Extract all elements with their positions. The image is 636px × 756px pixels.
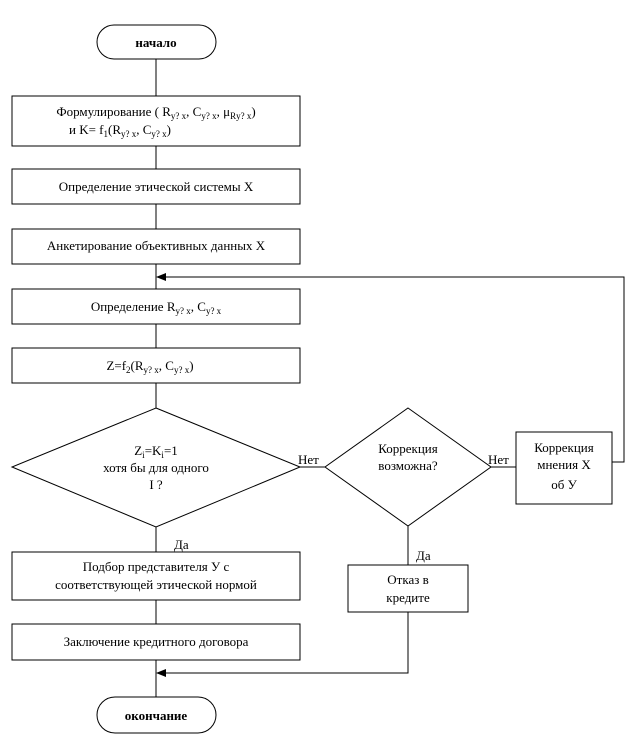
box-ethical-system-label: Определение этической системы Х <box>59 179 254 194</box>
start-label: начало <box>135 35 176 50</box>
box-correction-opinion: Коррекция мнения Х об У <box>515 431 613 505</box>
end-terminal: окончание <box>96 696 217 734</box>
box-select-representative: Подбор представителя У с соответствующей… <box>11 551 301 601</box>
decision-z-equals-k-line1: Zi=Ki=1 <box>134 443 178 460</box>
decision-z-equals-k-line2: хотя бы для одного <box>103 460 209 475</box>
label-yes-2: Да <box>416 548 431 563</box>
decision-correction-line2: возможна? <box>378 458 438 473</box>
end-label: окончание <box>125 708 188 723</box>
decision-z-equals-k: Zi=Ki=1 хотя бы для одного I ? <box>10 407 302 528</box>
box-formulation-line1: Формулирование ( Rу? х, Cу? х, μRу? х) <box>56 104 255 121</box>
box-correction-line3: об У <box>551 477 577 492</box>
box-formulation-line2: и K= f1(Rу? х, Cу? х) <box>69 122 171 139</box>
box-determination-label: Определение Rу? х, Cу? х <box>91 299 222 316</box>
box-z-formula: Z=f2(Rу? х, Cу? х) <box>11 347 301 384</box>
box-contract-label: Заключение кредитного договора <box>64 634 249 649</box>
box-determination: Определение Rу? х, Cу? х <box>11 288 301 325</box>
box-credit-refusal: Отказ в кредите <box>347 564 469 613</box>
decision-correction-line1: Коррекция <box>378 441 438 456</box>
connector-correction-loop <box>156 273 625 463</box>
box-refusal-line1: Отказ в <box>387 572 428 587</box>
decision-z-equals-k-line3: I ? <box>149 477 163 492</box>
label-yes-1: Да <box>174 537 189 552</box>
box-survey-label: Анкетирование объективных данных Х <box>47 238 266 253</box>
box-refusal-line2: кредите <box>386 590 430 605</box>
box-contract: Заключение кредитного договора <box>11 623 301 661</box>
box-z-formula-label: Z=f2(Rу? х, Cу? х) <box>106 358 193 375</box>
box-select-line1: Подбор представителя У с <box>83 559 230 574</box>
box-ethical-system: Определение этической системы Х <box>11 168 301 205</box>
box-survey: Анкетирование объективных данных Х <box>11 228 301 265</box>
box-formulation: Формулирование ( Rу? х, Cу? х, μRу? х) и… <box>11 95 301 147</box>
connectors <box>155 59 625 697</box>
label-no-2: Нет <box>488 452 509 467</box>
decision-correction-possible: Коррекция возможна? <box>324 407 492 527</box>
start-terminal: начало <box>96 24 217 60</box>
box-select-line2: соответствующей этической нормой <box>55 577 257 592</box>
box-correction-line2: мнения Х <box>537 457 591 472</box>
label-no-1: Нет <box>298 452 319 467</box>
box-correction-line1: Коррекция <box>534 440 594 455</box>
connector-refusal-end <box>156 612 409 677</box>
